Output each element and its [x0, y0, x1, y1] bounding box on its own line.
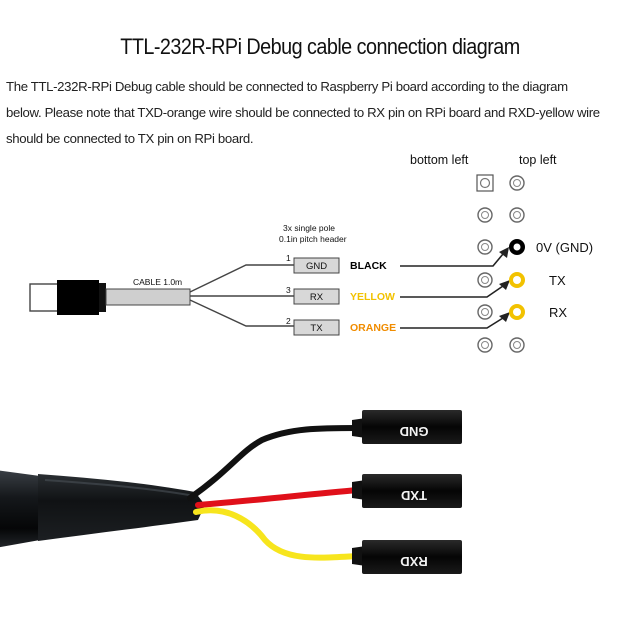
header-col-right-label: top left: [519, 153, 557, 167]
description-line-3: should be connected to TX pin on RPi boa…: [6, 131, 254, 146]
connection-diagram: bottom left top left CABLE 1.0m 3x singl…: [29, 153, 593, 353]
pin-number-3: 3: [286, 285, 291, 295]
connector-label-rxd: RXD: [400, 554, 427, 569]
cable-jacket: [0, 470, 40, 548]
pin-number-1: 1: [286, 253, 291, 263]
wire-black-gnd: [187, 425, 361, 501]
header-label-line2: 0.1in pitch header: [279, 234, 347, 244]
page-title: TTL-232R-RPi Debug cable connection diag…: [120, 34, 520, 59]
connector-gnd: [352, 410, 462, 444]
arrow-gnd-to-0v: [400, 253, 504, 267]
cable-photo: GND TXD RXD: [0, 410, 462, 574]
cable-label: CABLE 1.0m: [133, 277, 182, 287]
pin-number-2: 2: [286, 316, 291, 326]
header-col-left-label: bottom left: [410, 153, 469, 167]
wire-red-txd: [195, 487, 361, 508]
wire-yellow-rxd: [193, 507, 361, 561]
header-label-line1: 3x single pole: [283, 223, 335, 233]
rpi-label-rx: RX: [549, 305, 567, 320]
connector-rxd: [352, 540, 462, 574]
arrow-head-gnd: [499, 247, 509, 258]
pin-signal-rx: RX: [310, 292, 324, 303]
arrow-head-tx: [499, 280, 510, 290]
rpi-label-gnd: 0V (GND): [536, 240, 593, 255]
connector-label-gnd: GND: [400, 424, 429, 439]
usb-connector-icon: [29, 280, 106, 315]
wire-color-orange: ORANGE: [350, 322, 396, 334]
connector-txd: [352, 474, 462, 508]
wire-color-yellow: YELLOW: [350, 291, 395, 303]
arrow-rx-to-tx: [400, 285, 504, 298]
rpi-header: [476, 174, 525, 353]
pin-signal-tx: TX: [310, 323, 323, 334]
pin-box-tx: [293, 319, 340, 336]
wire-color-black: BLACK: [350, 260, 387, 272]
connection-arrows: [400, 253, 504, 329]
arrow-head-rx: [499, 312, 510, 322]
pin-box-gnd: [293, 257, 340, 274]
pin-signal-gnd: GND: [306, 261, 327, 272]
rpi-label-tx: TX: [549, 273, 566, 288]
connector-label-txd: TXD: [401, 488, 427, 503]
description-line-1: The TTL-232R-RPi Debug cable should be c…: [6, 79, 568, 94]
description-line-2: below. Please note that TXD-orange wire …: [6, 105, 600, 120]
heat-shrink: [38, 474, 205, 541]
fanout-wires: [189, 264, 294, 327]
pin-box-rx: [293, 288, 340, 305]
arrow-tx-to-rx: [400, 317, 504, 329]
cable: [105, 288, 191, 306]
